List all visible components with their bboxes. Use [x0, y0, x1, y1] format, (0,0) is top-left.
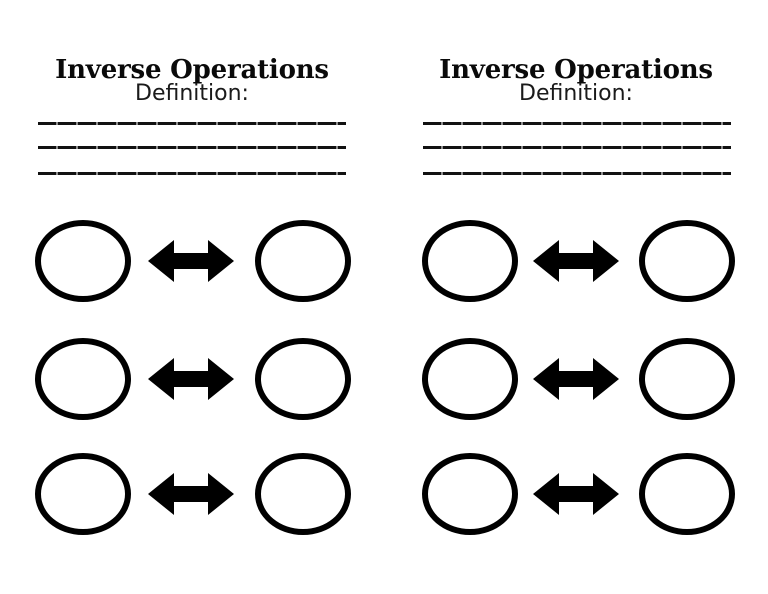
definition-write-in-lines	[38, 122, 346, 184]
operation-bubble-right[interactable]	[639, 220, 735, 302]
operation-bubble-left[interactable]	[35, 220, 131, 302]
definition-label: Definition:	[519, 81, 633, 106]
operation-pair-row	[422, 338, 735, 422]
definition-line-1[interactable]	[38, 122, 346, 125]
operation-bubble-right[interactable]	[639, 338, 735, 420]
definition-line-1[interactable]	[423, 122, 731, 125]
definition-line-2[interactable]	[38, 146, 346, 149]
operation-pair-row	[422, 453, 735, 537]
operation-bubble-left[interactable]	[422, 220, 518, 302]
double-headed-arrow-icon	[533, 358, 619, 400]
operation-bubble-right[interactable]	[255, 220, 351, 302]
double-headed-arrow-icon	[148, 240, 234, 282]
operation-pair-row	[422, 220, 735, 304]
definition-line-3[interactable]	[423, 172, 731, 175]
operation-bubble-left[interactable]	[422, 453, 518, 535]
operation-bubble-right[interactable]	[255, 453, 351, 535]
operation-pair-row	[35, 453, 351, 537]
double-headed-arrow-icon	[148, 473, 234, 515]
definition-line-3[interactable]	[38, 172, 346, 175]
worksheet-panel-right: Inverse Operations Definition:	[384, 0, 768, 594]
page-title: Inverse Operations	[439, 55, 713, 86]
operation-bubble-left[interactable]	[422, 338, 518, 420]
double-headed-arrow-icon	[533, 473, 619, 515]
operation-bubble-right[interactable]	[639, 453, 735, 535]
operation-pair-row	[35, 338, 351, 422]
definition-line-2[interactable]	[423, 146, 731, 149]
operation-bubble-left[interactable]	[35, 453, 131, 535]
operation-bubble-left[interactable]	[35, 338, 131, 420]
worksheet-panel-left: Inverse Operations Definition:	[35, 55, 351, 537]
operation-bubble-right[interactable]	[255, 338, 351, 420]
page-title: Inverse Operations	[55, 55, 329, 86]
double-headed-arrow-icon	[533, 240, 619, 282]
definition-label: Definition:	[135, 81, 249, 106]
operation-pair-row	[35, 220, 351, 304]
double-headed-arrow-icon	[148, 358, 234, 400]
definition-write-in-lines	[423, 122, 731, 184]
